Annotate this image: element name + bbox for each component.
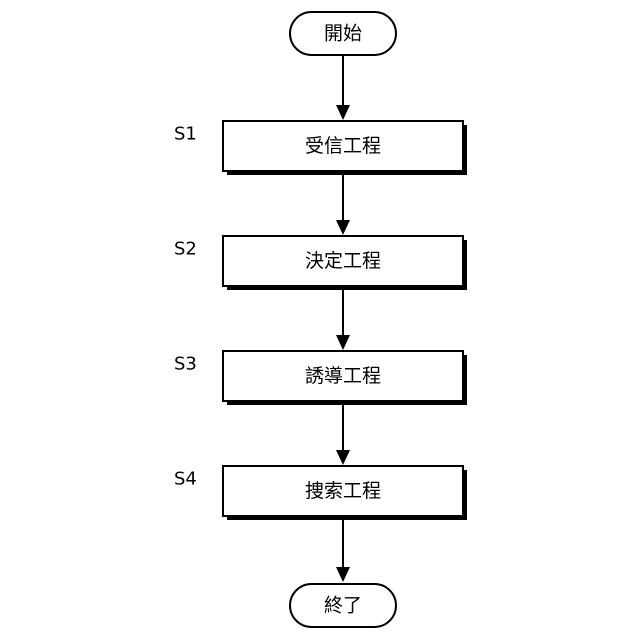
process-step-s2-label: 決定工程 [305,250,381,272]
process-step-s3-label: 誘導工程 [305,365,381,387]
start-label: 開始 [324,23,362,45]
process-step-s3: 誘導工程 S3 [174,351,467,405]
process-step-s2: 決定工程 S2 [174,236,467,290]
arrowhead-start-s1 [336,105,350,120]
step-id-s1: S1 [174,124,197,145]
step-id-s4: S4 [174,469,197,490]
arrowhead-s1-s2 [336,220,350,235]
arrowhead-s3-s4 [336,450,350,465]
process-step-s4: 捜索工程 S4 [174,466,467,520]
end-terminator: 終了 [290,584,396,627]
step-id-s2: S2 [174,239,197,260]
start-terminator: 開始 [290,12,396,55]
arrowhead-s4-end [336,567,350,582]
process-step-s1: 受信工程 S1 [174,121,467,175]
step-id-s3: S3 [174,354,197,375]
end-label: 終了 [324,595,362,617]
arrowhead-s2-s3 [336,335,350,350]
process-step-s4-label: 捜索工程 [305,480,381,502]
process-step-s1-label: 受信工程 [305,135,381,157]
